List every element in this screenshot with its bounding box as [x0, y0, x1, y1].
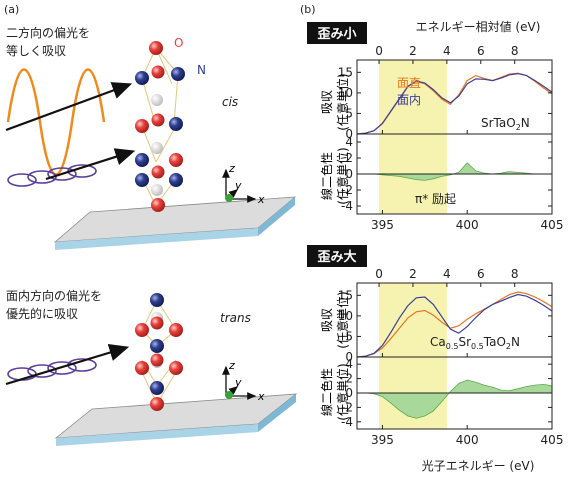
top-energy-header: エネルギー相対値 (eV) [416, 19, 541, 34]
top-tick-label: 2 [409, 267, 417, 281]
y-tick-label: 15 [338, 288, 353, 302]
series-line-in-plane [356, 72, 553, 135]
strain-small-label: 歪み小 [317, 27, 356, 42]
atom-O-label: O [174, 36, 183, 50]
ylabel-dich-large-1: 線二色性 [319, 368, 334, 416]
top-tick-label: 6 [477, 267, 485, 281]
cis-label: cis [222, 95, 238, 109]
strain-small-block: 歪み小 エネルギー相対値 (eV) [307, 19, 540, 44]
strain-large-label: 歪み大 [317, 249, 356, 265]
highlight-band [379, 283, 447, 357]
y-tick-label: 10 [338, 86, 353, 100]
cis-octahedra [135, 41, 185, 212]
x-tick-label: 405 [541, 433, 564, 447]
bottom-substrate [54, 393, 298, 446]
axis-y-label: y [234, 179, 242, 192]
y-tick-label: 4 [345, 135, 353, 149]
top-tick-label: 4 [443, 44, 451, 58]
series-line-in-plane [356, 293, 553, 358]
y-tick-label: -4 [341, 199, 353, 213]
legend-out-of-plane: 面直 [397, 76, 421, 90]
y-tick-label: 0 [345, 350, 353, 364]
top-caption-line1: 二方向の偏光を [6, 25, 90, 40]
axis-y-label-b: y [234, 376, 242, 389]
top-tick-label: 4 [443, 267, 451, 281]
atom-N-label: N [197, 63, 206, 77]
top-tick-label: 8 [511, 44, 519, 58]
axis-z-label-b: z [228, 359, 235, 372]
panel-label-b: (b) [300, 3, 316, 16]
y-tick-label: 10 [338, 309, 353, 323]
ylabel-abs-small-1: 吸収 [320, 90, 334, 114]
legend-in-plane: 面内 [397, 93, 421, 107]
highlight-band [379, 60, 447, 134]
x-axis-label: 光子エネルギー (eV) [422, 459, 535, 473]
bottom-caption-line1: 面内方向の偏光を [6, 288, 102, 303]
x-tick-label: 405 [541, 218, 564, 232]
top-tick-label: 0 [375, 267, 383, 281]
top-substrate [53, 196, 297, 250]
y-tick-label: -2 [341, 400, 353, 414]
sample-label-small: SrTaO2N [481, 116, 530, 132]
y-tick-label: -2 [341, 183, 353, 197]
absorption-chart-large: 0 5 10 15 0 2 4 6 8 [338, 267, 553, 364]
ylabel-abs-large-1: 吸収 [320, 308, 334, 332]
ylabel-abs-small-2: (任意単位) [335, 73, 350, 130]
y-tick-label: -4 [341, 415, 353, 429]
y-tick-label: 5 [345, 106, 353, 120]
x-tick-label: 395 [371, 218, 394, 232]
strain-large-block: 歪み大 [307, 245, 367, 267]
incident-arrow-top-2 [45, 148, 136, 181]
absorption-chart-small: 0 5 10 15 0 2 4 6 8 [338, 44, 553, 141]
trans-octahedra [135, 293, 183, 411]
axes-bottom: z y x [222, 359, 265, 403]
dichroism-area [357, 379, 553, 419]
panel-label-a: (a) [4, 3, 19, 16]
y-tick-label: 4 [345, 357, 353, 371]
dichroism-area [357, 162, 552, 181]
series-line-out-of-plane [356, 291, 553, 358]
purple-wave-top [7, 164, 97, 187]
y-tick-label: 2 [345, 372, 353, 386]
y-tick-label: 5 [345, 329, 353, 343]
x-tick-label: 400 [456, 218, 479, 232]
top-tick-label: 6 [477, 44, 485, 58]
incident-arrow-bottom [5, 344, 130, 386]
axis-x-label-b: x [257, 390, 265, 403]
top-tick-label: 0 [375, 44, 383, 58]
y-tick-label: 15 [338, 65, 353, 79]
x-tick-label: 400 [456, 433, 479, 447]
x-tick-label: 395 [371, 433, 394, 447]
axis-z-label: z [228, 162, 235, 175]
ylabel-dich-small-1: 線二色性 [319, 152, 334, 200]
y-tick-label: 0 [345, 167, 353, 181]
ylabel-dich-small-2: (任意単位) [335, 147, 350, 204]
y-tick-label: 2 [345, 151, 353, 165]
trans-label: trans [220, 311, 251, 325]
sample-label-large: Ca0.5Sr0.5TaO2N [430, 335, 520, 351]
ylabel-dich-large-2: (任意単位) [335, 363, 350, 420]
top-tick-label: 8 [511, 267, 519, 281]
axis-x-label: x [257, 193, 265, 206]
bottom-caption-line2: 優先的に吸収 [6, 306, 78, 321]
ylabel-abs-large-2: (任意単位) [335, 291, 350, 348]
dichroism-chart-small: -4 -2 0 2 4 395 400 405 [341, 133, 564, 232]
pi-star-annotation: π* 励起 [415, 192, 456, 206]
incident-arrow-top-1 [5, 82, 133, 132]
top-tick-label: 2 [409, 44, 417, 58]
panel-a: (a) 二方向の偏光を 等しく吸収 [4, 3, 298, 446]
axes-top: z y x [222, 162, 265, 206]
y-tick-label: 0 [345, 386, 353, 400]
y-tick-label: 0 [345, 127, 353, 141]
top-caption-line2: 等しく吸収 [6, 44, 66, 58]
orange-wave [6, 68, 106, 176]
